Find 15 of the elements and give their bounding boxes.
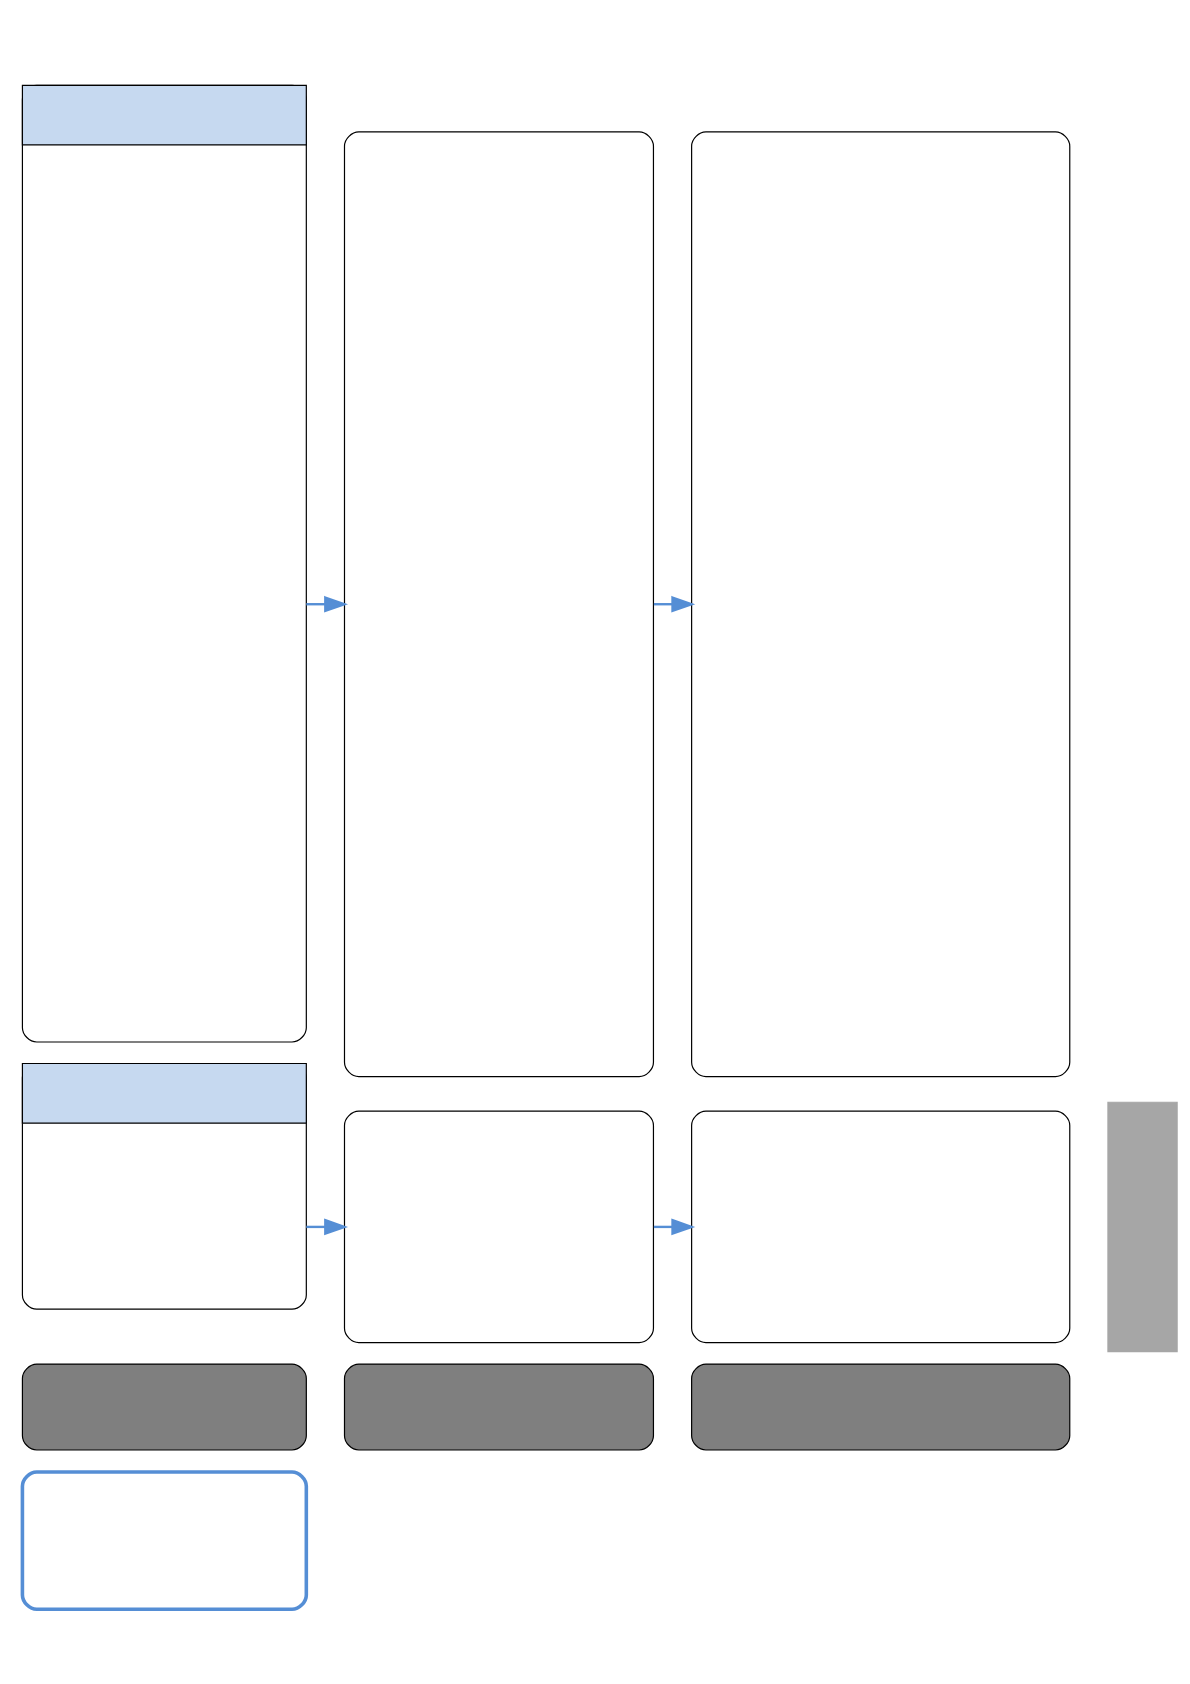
node-box: [343, 1110, 655, 1343]
arrow: [653, 595, 696, 613]
arrow: [653, 1218, 696, 1235]
node-box: [21, 1363, 307, 1451]
node-box: [691, 1363, 1071, 1451]
node-box: [343, 130, 655, 1077]
node-box: [343, 1363, 655, 1451]
node-box: [21, 1062, 307, 1124]
node-box: [691, 1110, 1071, 1343]
node-box: [691, 130, 1071, 1077]
arrow: [306, 1218, 348, 1235]
arrow: [306, 595, 348, 613]
node-box: [20, 1469, 309, 1611]
node-box: [21, 84, 307, 146]
node-box: [1107, 1101, 1178, 1352]
